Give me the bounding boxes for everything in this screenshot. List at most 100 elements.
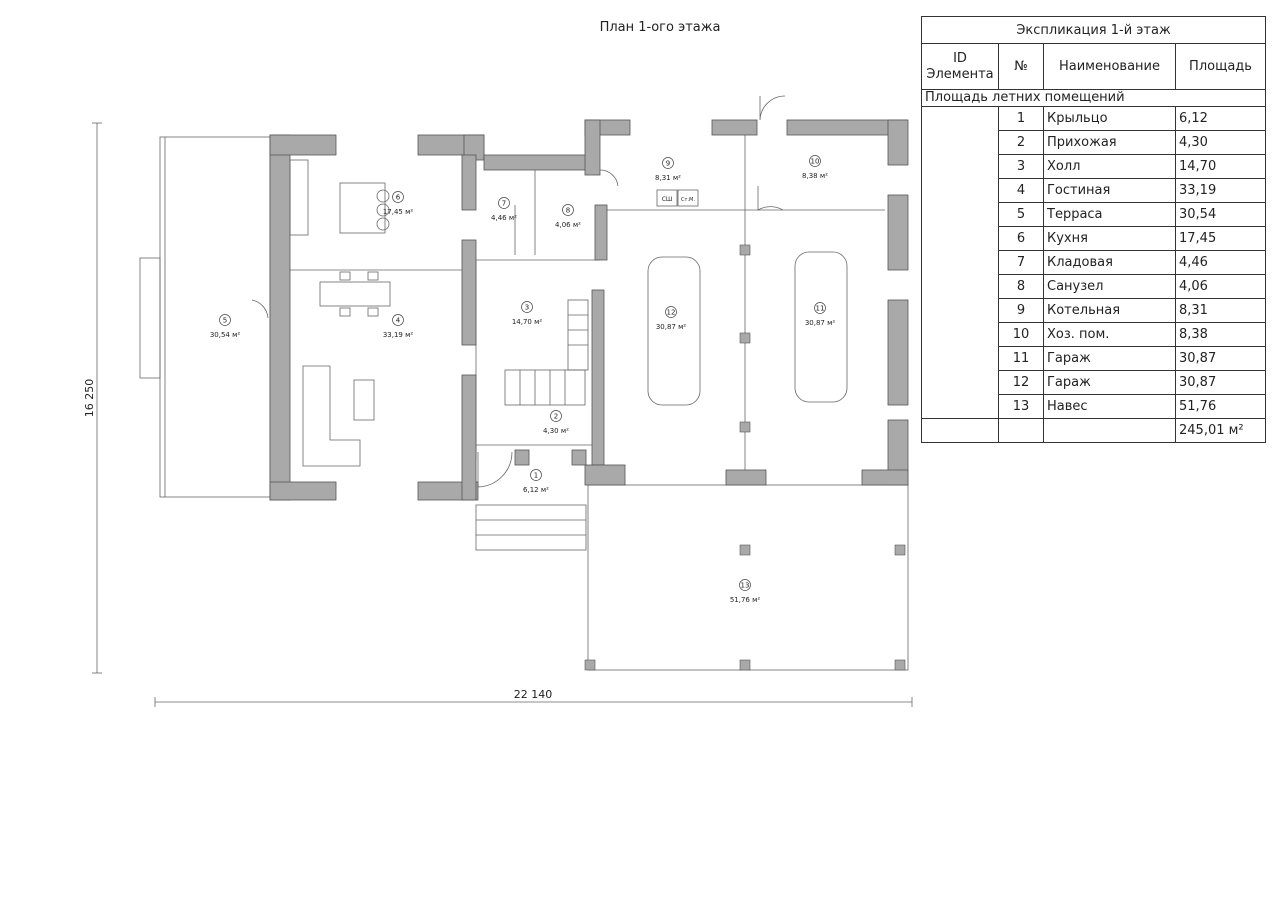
- id-cell: [921, 202, 999, 227]
- row-name: Прихожая: [1043, 130, 1176, 155]
- id-cell: [921, 130, 999, 155]
- room-area: 4,06 м²: [555, 221, 581, 229]
- row-number: 11: [998, 346, 1044, 371]
- row-name: Гараж: [1043, 370, 1176, 395]
- room-marker-circle: [809, 155, 821, 167]
- row-area: 14,70: [1175, 154, 1266, 179]
- id-cell: [921, 322, 999, 347]
- dining-table: [319, 281, 391, 307]
- row-number: 13: [998, 394, 1044, 419]
- walls: [269, 119, 909, 501]
- row-number: 5: [998, 202, 1044, 227]
- row-name: Кухня: [1043, 226, 1176, 251]
- room-marker-circle: [498, 197, 510, 209]
- row-name: Хоз. пом.: [1043, 322, 1176, 347]
- room-number: 9: [666, 160, 670, 168]
- row-area: 6,12: [1175, 106, 1266, 131]
- room-area: 4,46 м²: [491, 214, 517, 222]
- kitchen-island: [339, 182, 386, 234]
- room-area: 30,87 м²: [805, 319, 836, 327]
- header-name: Наименование: [1043, 43, 1176, 90]
- wall-north-1: [269, 134, 337, 156]
- wall-west: [269, 134, 291, 501]
- row-area: 30,87: [1175, 370, 1266, 395]
- room-area: 8,38 м²: [802, 172, 828, 180]
- total-area: 245,01 м²: [1175, 418, 1266, 443]
- room-number: 12: [667, 309, 676, 317]
- row-name: Холл: [1043, 154, 1176, 179]
- row-area: 17,45: [1175, 226, 1266, 251]
- terrace-outline: [159, 136, 271, 498]
- room-number: 13: [741, 582, 750, 590]
- id-cell: [921, 154, 999, 179]
- id-cell: [921, 298, 999, 323]
- row-number: 9: [998, 298, 1044, 323]
- header-id: ID Элемента: [921, 43, 999, 90]
- boiler-label-2: Ст.М.: [681, 197, 695, 203]
- room-area: 8,31 м²: [655, 174, 681, 182]
- room-marker-circle: [521, 301, 533, 313]
- row-number: 2: [998, 130, 1044, 155]
- explication-title: Экспликация 1-й этаж: [921, 16, 1266, 44]
- id-cell: [921, 250, 999, 275]
- boiler-label-1: СШ: [662, 196, 673, 203]
- row-name: Гараж: [1043, 346, 1176, 371]
- id-cell: [921, 226, 999, 251]
- kitchen-counter: [289, 159, 309, 236]
- plan-title: План 1-ого этажа: [599, 20, 721, 35]
- width-dimension-label: 22 140: [514, 688, 553, 701]
- room-number: 11: [816, 305, 825, 313]
- wall-south-1: [269, 481, 337, 501]
- room-marker-circle: [392, 314, 404, 326]
- explication-table: Экспликация 1-й этаж ID Элемента № Наиме…: [921, 16, 1266, 443]
- room-number: 6: [396, 194, 401, 202]
- row-area: 30,54: [1175, 202, 1266, 227]
- row-name: Крыльцо: [1043, 106, 1176, 131]
- row-name: Кладовая: [1043, 250, 1176, 275]
- room-marker-circle: [530, 469, 542, 481]
- room-marker-circle: [219, 314, 231, 326]
- coffee-table: [353, 379, 375, 421]
- room-area: 17,45 м²: [383, 208, 414, 216]
- room-marker-circle: [665, 306, 677, 318]
- row-number: 7: [998, 250, 1044, 275]
- row-number: 12: [998, 370, 1044, 395]
- row-number: 6: [998, 226, 1044, 251]
- row-area: 8,31: [1175, 298, 1266, 323]
- header-area: Площадь: [1175, 43, 1266, 90]
- car-garage-11: [794, 251, 848, 403]
- room-area: 51,76 м²: [730, 596, 761, 604]
- id-cell: [921, 346, 999, 371]
- row-name: Навес: [1043, 394, 1176, 419]
- porch-steps: [475, 504, 587, 551]
- room-marker-circle: [814, 302, 826, 314]
- room-number: 5: [223, 317, 227, 325]
- id-cell: [921, 274, 999, 299]
- room-number: 2: [554, 413, 558, 421]
- room-area: 33,19 м²: [383, 331, 414, 339]
- row-name: Гостиная: [1043, 178, 1176, 203]
- section-label: Площадь летних помещений: [921, 89, 1266, 107]
- room-area: 4,30 м²: [543, 427, 569, 435]
- row-area: 30,87: [1175, 346, 1266, 371]
- canopy-outline: [587, 484, 909, 671]
- row-area: 51,76: [1175, 394, 1266, 419]
- room-marker-circle: [550, 410, 562, 422]
- room-area: 6,12 м²: [523, 486, 549, 494]
- room-marker-circle: [392, 191, 404, 203]
- height-dimension-label: 16 250: [83, 379, 96, 418]
- terrace-steps: [139, 257, 161, 379]
